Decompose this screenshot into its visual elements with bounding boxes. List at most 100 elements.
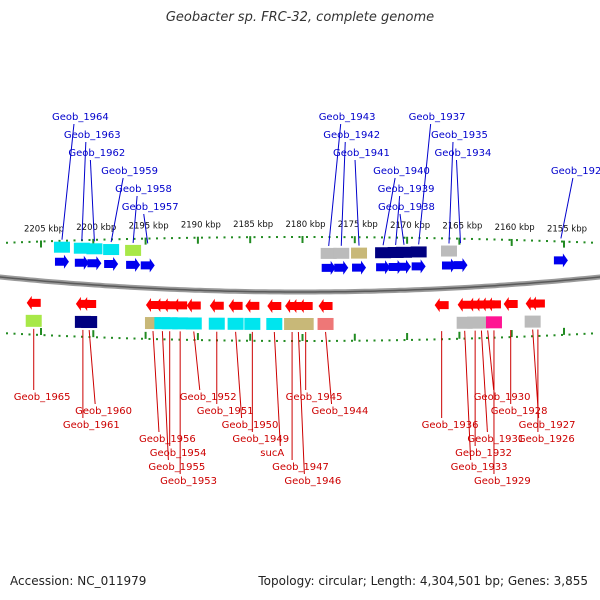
forward-gene-arrow[interactable] bbox=[104, 257, 119, 272]
major-tick bbox=[196, 236, 199, 244]
upper-rail-dot bbox=[426, 237, 428, 240]
reverse-gene-arrow[interactable] bbox=[173, 298, 188, 313]
forward-gene-arrow[interactable] bbox=[140, 258, 155, 273]
upper-rail-dot bbox=[193, 236, 196, 239]
upper-rail-dot bbox=[73, 239, 76, 242]
upper-rail-dot bbox=[471, 237, 473, 240]
scale-tick-label: 2200 kbp bbox=[76, 223, 116, 233]
upper-rail-dot bbox=[88, 238, 91, 241]
gene-label: Geob_1929 bbox=[474, 476, 531, 487]
forward-gene-arrow[interactable] bbox=[376, 260, 391, 275]
genome-backbone bbox=[0, 274, 600, 295]
gene-label: Geob_1963 bbox=[64, 130, 121, 141]
reverse-gene-arrow[interactable] bbox=[155, 298, 170, 313]
scale-tick-label: 2180 kbp bbox=[285, 220, 325, 230]
reverse-gene-arrow[interactable] bbox=[318, 298, 333, 313]
forward-gene-arrow[interactable] bbox=[411, 259, 426, 274]
upper-rail-dot bbox=[58, 239, 61, 242]
lower-rail-dot bbox=[28, 333, 31, 336]
major-tick-lower bbox=[144, 331, 147, 339]
cog-box bbox=[208, 317, 225, 330]
upper-rail-dot bbox=[306, 236, 308, 239]
cog-box bbox=[351, 247, 368, 259]
reverse-gene-arrow[interactable] bbox=[228, 298, 243, 313]
major-tick-lower bbox=[92, 330, 95, 338]
scale-tick-label: 2195 kbp bbox=[129, 222, 169, 232]
lower-rail-dot bbox=[396, 339, 398, 342]
cog-box bbox=[73, 242, 90, 254]
lower-rail-dot bbox=[583, 332, 586, 335]
scale-tick-label: 2170 kbp bbox=[390, 221, 430, 231]
label-leader bbox=[152, 331, 160, 433]
reverse-gene-arrow[interactable] bbox=[530, 296, 545, 311]
reverse-gene-arrow[interactable] bbox=[457, 297, 472, 312]
reverse-gene-arrow[interactable] bbox=[434, 298, 449, 313]
label-leader bbox=[61, 123, 75, 240]
reverse-gene-arrow[interactable] bbox=[26, 295, 41, 310]
lower-rail-dot bbox=[141, 337, 143, 340]
upper-rail-dot bbox=[246, 236, 248, 239]
reverse-gene-arrow[interactable] bbox=[480, 297, 495, 312]
reverse-gene-arrow[interactable] bbox=[209, 298, 224, 313]
upper-rail-dot bbox=[231, 236, 233, 239]
lower-rail-dot bbox=[96, 336, 98, 339]
label-leader bbox=[340, 141, 346, 246]
upper-rail-dot bbox=[268, 236, 271, 239]
reverse-gene-arrow[interactable] bbox=[145, 298, 160, 313]
gene-label: Geob_1939 bbox=[378, 184, 435, 195]
lower-rail-dot bbox=[448, 338, 451, 341]
upper-rail-dot bbox=[43, 240, 46, 243]
lower-rail-dot bbox=[591, 332, 593, 335]
upper-rail-dot bbox=[531, 239, 533, 242]
forward-gene-arrow[interactable] bbox=[553, 253, 568, 268]
upper-rail-dot bbox=[51, 240, 53, 243]
page-title: Geobacter sp. FRC-32, complete genome bbox=[165, 10, 435, 25]
forward-gene-arrow[interactable] bbox=[334, 260, 349, 275]
upper-rail-dot bbox=[358, 236, 361, 239]
lower-rail-dot bbox=[433, 338, 436, 341]
forward-gene-arrow[interactable] bbox=[126, 257, 141, 272]
upper-rail-dot bbox=[171, 237, 173, 240]
reverse-gene-arrow[interactable] bbox=[245, 298, 260, 313]
lower-rail-dot bbox=[6, 332, 8, 335]
cog-box bbox=[485, 316, 502, 329]
forward-gene-arrow[interactable] bbox=[321, 260, 336, 275]
reverse-gene-arrow[interactable] bbox=[298, 298, 313, 313]
gene-label: Geob_1962 bbox=[68, 148, 125, 159]
reverse-gene-arrow[interactable] bbox=[503, 297, 518, 312]
cog-box bbox=[154, 317, 171, 330]
forward-gene-arrow[interactable] bbox=[54, 254, 69, 269]
reverse-gene-arrow[interactable] bbox=[186, 298, 201, 313]
forward-gene-arrow[interactable] bbox=[397, 259, 412, 274]
upper-rail-dot bbox=[388, 236, 391, 239]
lower-rail-dot bbox=[103, 336, 106, 339]
cog-box bbox=[25, 314, 42, 327]
forward-gene-arrow[interactable] bbox=[453, 258, 468, 273]
label-leader bbox=[328, 123, 342, 246]
upper-rail-dot bbox=[186, 236, 188, 239]
major-tick-lower bbox=[353, 333, 356, 341]
gene-label: Geob_1938 bbox=[378, 202, 435, 213]
label-leader bbox=[560, 177, 574, 239]
lower-rail-dot bbox=[261, 339, 263, 342]
forward-gene-arrow[interactable] bbox=[74, 255, 89, 270]
upper-rail-dot bbox=[568, 240, 571, 243]
forward-gene-arrow[interactable] bbox=[87, 256, 102, 271]
lower-rail-dot bbox=[58, 334, 61, 337]
forward-gene-arrow[interactable] bbox=[441, 258, 456, 273]
gene-label: Geob_1946 bbox=[284, 476, 341, 487]
cog-box bbox=[53, 241, 70, 253]
forward-gene-arrow[interactable] bbox=[352, 260, 367, 275]
cog-box bbox=[185, 317, 202, 330]
reverse-gene-arrow[interactable] bbox=[75, 296, 90, 311]
reverse-gene-arrow[interactable] bbox=[267, 298, 282, 313]
lower-rail-dot bbox=[523, 335, 526, 338]
lower-rail-dot bbox=[73, 335, 76, 338]
lower-rail-dot bbox=[531, 335, 533, 338]
label-leader bbox=[354, 159, 360, 246]
gene-arrows[interactable] bbox=[26, 253, 568, 313]
upper-rail-dot bbox=[276, 236, 278, 239]
lower-rail-dot bbox=[553, 334, 556, 337]
gene-label: Geob_1925 bbox=[551, 166, 600, 177]
